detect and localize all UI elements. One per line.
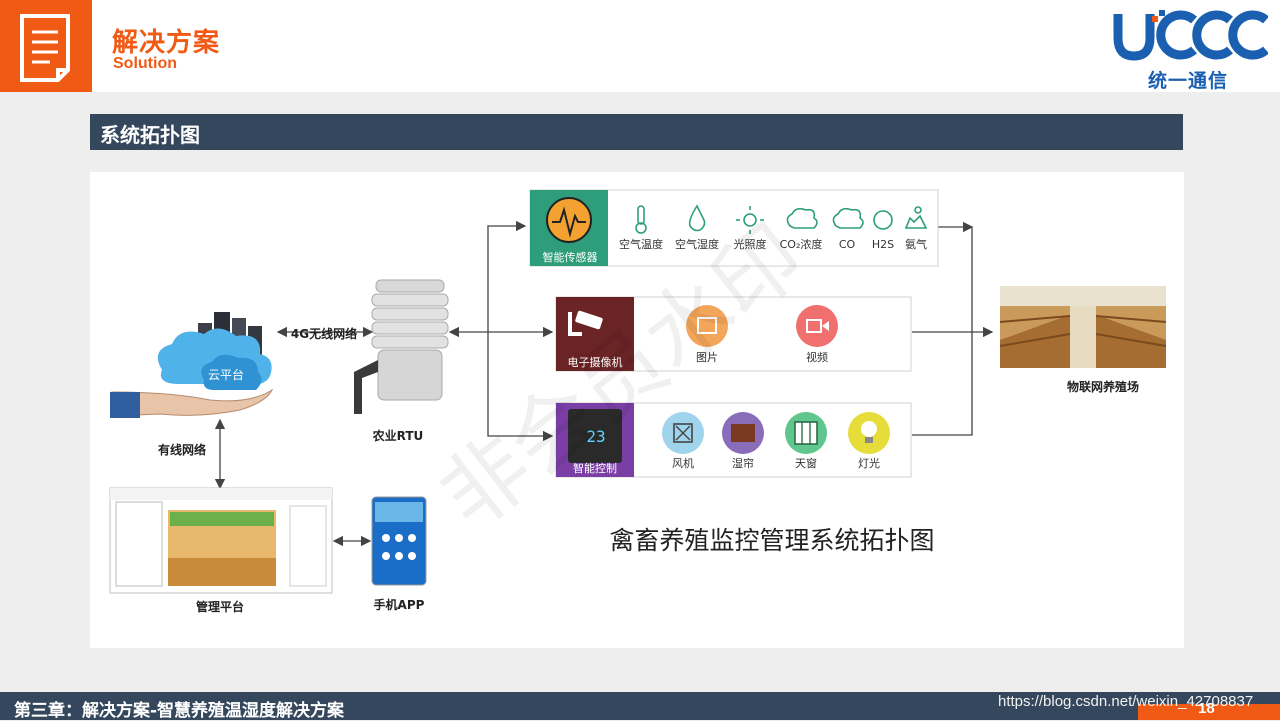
platform-label: 管理平台 bbox=[196, 599, 244, 614]
wired-label: 有线网络 bbox=[158, 442, 206, 457]
page-subtitle: Solution bbox=[113, 55, 177, 72]
cloud-inner bbox=[201, 354, 262, 390]
camera-item-label: 视频 bbox=[806, 350, 828, 364]
app-node bbox=[371, 496, 427, 586]
control-group-label: 智能控制 bbox=[573, 461, 617, 475]
h2s-icon bbox=[873, 210, 893, 230]
footer-bar bbox=[0, 692, 1280, 720]
rtu-node bbox=[354, 279, 449, 414]
link-control-out bbox=[912, 227, 973, 436]
rtu-label: 农业RTU bbox=[372, 428, 424, 443]
link-rtu-branch bbox=[487, 220, 527, 332]
sensor-group-label: 智能传感器 bbox=[543, 250, 598, 264]
rtu-body bbox=[377, 349, 443, 401]
image-icon bbox=[686, 305, 728, 347]
rtu-shield-1 bbox=[371, 293, 449, 307]
rtu-shield-3 bbox=[371, 321, 449, 335]
thermostat-icon bbox=[568, 409, 622, 463]
section-title: 系统拓扑图 bbox=[100, 123, 200, 147]
control-item-label: 天窗 bbox=[795, 456, 817, 470]
farm-label: 物联网养殖场 bbox=[1067, 379, 1139, 394]
sleeve bbox=[110, 392, 140, 418]
camera-group: 电子摄像机 图片 视频 bbox=[555, 296, 912, 372]
sensor-item-label: 氨气 bbox=[905, 237, 927, 251]
sensor-item-label: CO bbox=[839, 238, 856, 251]
camera-group-label: 电子摄像机 bbox=[568, 355, 623, 369]
document-icon bbox=[0, 0, 92, 92]
uccc-logo-icon bbox=[1113, 10, 1268, 61]
header bbox=[0, 0, 1280, 92]
platform-node bbox=[109, 487, 333, 594]
footer-chapter: 第三章：解决方案-智慧养殖温湿度解决方案 bbox=[14, 701, 345, 721]
logo-name: 统一通信 bbox=[1148, 70, 1229, 92]
control-group: 23 智能控制 风机 湿帘 天窗 灯光 bbox=[555, 402, 912, 478]
control-item-label: 湿帘 bbox=[732, 456, 754, 470]
sensor-item-label: CO₂浓度 bbox=[780, 237, 823, 251]
page-number: 18 bbox=[1198, 700, 1215, 717]
sun-icon bbox=[736, 206, 764, 234]
rtu-top bbox=[375, 279, 445, 293]
page-title: 解决方案 bbox=[112, 28, 221, 58]
connection-lines bbox=[214, 220, 994, 547]
sensor-item-label: 空气温度 bbox=[619, 237, 663, 251]
sensor-group: 智能传感器 空气温度 空气湿度 光照度 CO₂浓度 CO H2S 氨气 bbox=[529, 189, 939, 267]
co-cloud-icon bbox=[832, 207, 864, 229]
rtu-bracket bbox=[354, 360, 378, 414]
app-label: 手机APP bbox=[374, 597, 425, 612]
droplet-icon bbox=[688, 204, 706, 232]
video-icon bbox=[796, 305, 838, 347]
sensor-item-label: 光照度 bbox=[734, 237, 767, 251]
camera-icon bbox=[568, 310, 603, 336]
rtu-shield-4 bbox=[371, 335, 449, 349]
camera-item-label: 图片 bbox=[696, 351, 718, 364]
section-bar bbox=[90, 114, 1183, 150]
cloud-platform-node: 云平台 bbox=[110, 312, 274, 418]
control-item-label: 灯光 bbox=[858, 456, 880, 470]
link-rtu-control bbox=[487, 332, 554, 442]
sensor-item-label: 空气湿度 bbox=[675, 237, 719, 251]
hand-shape bbox=[111, 388, 274, 417]
footer-url[interactable]: https://blog.csdn.net/weixin_42708837 bbox=[998, 693, 1254, 710]
sensor-item-label: H2S bbox=[872, 238, 894, 251]
wireless-label: 4G无线网络 bbox=[291, 326, 357, 341]
co2-cloud-icon bbox=[786, 207, 818, 229]
diagram-caption: 禽畜养殖监控管理系统拓扑图 bbox=[609, 526, 934, 555]
waveform-icon bbox=[546, 197, 592, 243]
page-indicator bbox=[1138, 704, 1280, 720]
ammonia-icon bbox=[904, 206, 928, 229]
svg-text:23: 23 bbox=[586, 427, 605, 446]
rtu-shield-2 bbox=[371, 307, 449, 321]
cloud-label: 云平台 bbox=[208, 367, 244, 382]
control-item-label: 风机 bbox=[672, 456, 694, 470]
thermometer-icon bbox=[635, 205, 647, 234]
farm-node bbox=[999, 286, 1167, 368]
